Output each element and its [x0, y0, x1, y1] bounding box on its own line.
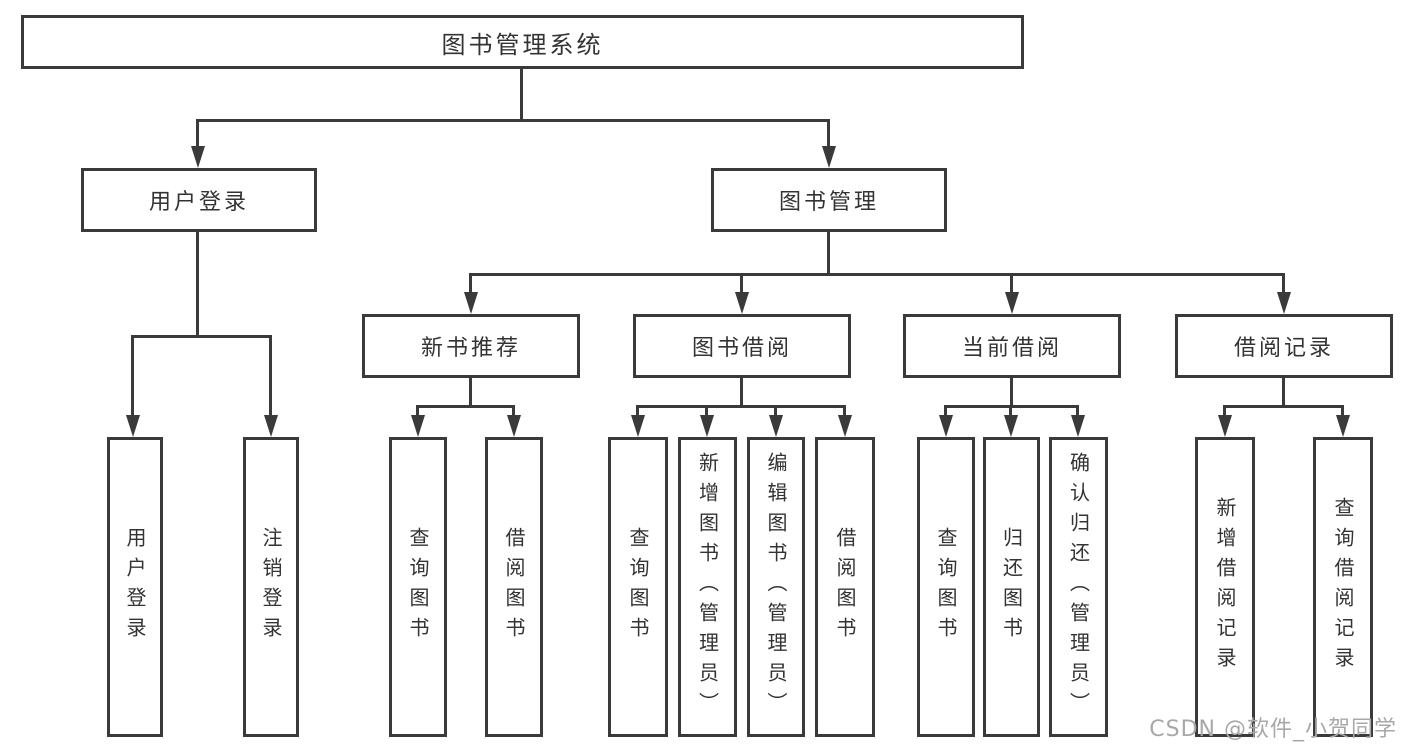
connector-line-v [1010, 273, 1013, 294]
connector-line-v [469, 378, 472, 408]
node-book-management: 图书管理 [711, 168, 947, 232]
connector-line-v [1341, 405, 1344, 417]
leaf-label: 新增借阅记录 [1213, 497, 1237, 677]
connector-line-v [1223, 405, 1226, 417]
node-label: 借阅记录 [1233, 336, 1334, 361]
arrow-down-icon [507, 415, 521, 437]
connector-line-v [469, 273, 472, 294]
connector-line-h [196, 119, 830, 122]
connector-line-v [1282, 273, 1285, 294]
connector-line-h [944, 405, 1079, 408]
node-user-login: 用户登录 [81, 168, 317, 232]
arrow-down-icon [126, 415, 140, 437]
arrow-down-icon [1004, 415, 1018, 437]
node-current-borrow: 当前借阅 [903, 314, 1121, 378]
leaf-label: 借阅图书 [502, 527, 526, 647]
leaf-borrow-books-recommend: 借阅图书 [485, 437, 543, 737]
leaf-edit-book-admin: 编辑图书（管理员） [747, 437, 805, 737]
connector-line-h [1223, 405, 1344, 408]
leaf-label: 归还图书 [999, 527, 1024, 647]
connector-line-v [269, 335, 272, 417]
connector-line-v [1282, 378, 1285, 408]
connector-line-v [1010, 378, 1013, 408]
leaf-confirm-return-admin: 确认归还（管理员） [1049, 437, 1108, 737]
arrow-down-icon [769, 415, 783, 437]
csdn-watermark: CSDN @软件_小贺同学 [1149, 717, 1397, 742]
arrow-down-icon [735, 292, 749, 314]
connector-line-h [131, 335, 272, 338]
arrow-down-icon [1071, 415, 1085, 437]
connector-line-h [416, 405, 515, 408]
arrow-down-icon [631, 415, 645, 437]
node-label: 图书借阅 [691, 336, 792, 361]
connector-line-v [774, 405, 777, 417]
leaf-return-book: 归还图书 [983, 437, 1040, 737]
leaf-label: 确认归还（管理员） [1066, 452, 1091, 722]
connector-line-v [512, 405, 515, 417]
node-book-borrow: 图书借阅 [633, 314, 851, 378]
connector-line-v [196, 230, 199, 338]
leaf-borrow-books: 借阅图书 [815, 437, 875, 737]
leaf-label: 查询图书 [406, 527, 430, 647]
connector-line-v [131, 335, 134, 417]
node-label: 图书管理 [778, 190, 879, 215]
leaf-label: 查询图书 [934, 527, 958, 647]
connector-line-v [740, 273, 743, 294]
leaf-label: 查询借阅记录 [1331, 497, 1355, 677]
connector-line-v [944, 405, 947, 417]
leaf-add-borrow-record: 新增借阅记录 [1195, 437, 1255, 737]
connector-line-v [636, 405, 639, 417]
connector-line-v [1009, 405, 1012, 417]
arrow-down-icon [822, 146, 836, 168]
connector-line-v [416, 405, 419, 417]
arrow-down-icon [191, 146, 205, 168]
node-borrow-records: 借阅记录 [1175, 314, 1393, 378]
connector-line-v [1076, 405, 1079, 417]
leaf-label: 用户登录 [123, 527, 147, 647]
leaf-label: 新增图书（管理员） [695, 452, 720, 722]
arrow-down-icon [1218, 415, 1232, 437]
arrow-down-icon [939, 415, 953, 437]
connector-line-v [827, 230, 830, 276]
connector-line-v [520, 69, 523, 121]
node-label: 图书管理系统 [441, 30, 604, 59]
connector-line-v [705, 405, 708, 417]
arrow-down-icon [1005, 292, 1019, 314]
leaf-logout: 注销登录 [243, 437, 299, 737]
leaf-query-borrow-record: 查询借阅记录 [1313, 437, 1373, 737]
node-new-book-recommend: 新书推荐 [362, 314, 580, 378]
leaf-label: 借阅图书 [833, 527, 857, 647]
arrow-down-icon [1336, 415, 1350, 437]
arrow-down-icon [700, 415, 714, 437]
connector-line-v [827, 119, 830, 150]
arrow-down-icon [1277, 292, 1291, 314]
arrow-down-icon [838, 415, 852, 437]
connector-line-h [636, 405, 846, 408]
leaf-label: 查询图书 [626, 527, 650, 647]
leaf-label: 编辑图书（管理员） [764, 452, 788, 722]
arrow-down-icon [264, 415, 278, 437]
arrow-down-icon [464, 292, 478, 314]
leaf-query-books-current: 查询图书 [917, 437, 975, 737]
connector-line-v [843, 405, 846, 417]
leaf-user-login: 用户登录 [107, 437, 163, 737]
node-root: 图书管理系统 [21, 15, 1024, 69]
node-label: 新书推荐 [420, 336, 521, 361]
connector-line-v [740, 378, 743, 408]
connector-line-v [196, 119, 199, 150]
node-label: 用户登录 [148, 190, 249, 215]
leaf-add-book-admin: 新增图书（管理员） [678, 437, 737, 737]
node-label: 当前借阅 [961, 336, 1062, 361]
arrow-down-icon [411, 415, 425, 437]
leaf-query-books-recommend: 查询图书 [389, 437, 447, 737]
leaf-label: 注销登录 [259, 527, 283, 647]
leaf-query-books-borrow: 查询图书 [608, 437, 668, 737]
connector-line-h [469, 273, 1285, 276]
